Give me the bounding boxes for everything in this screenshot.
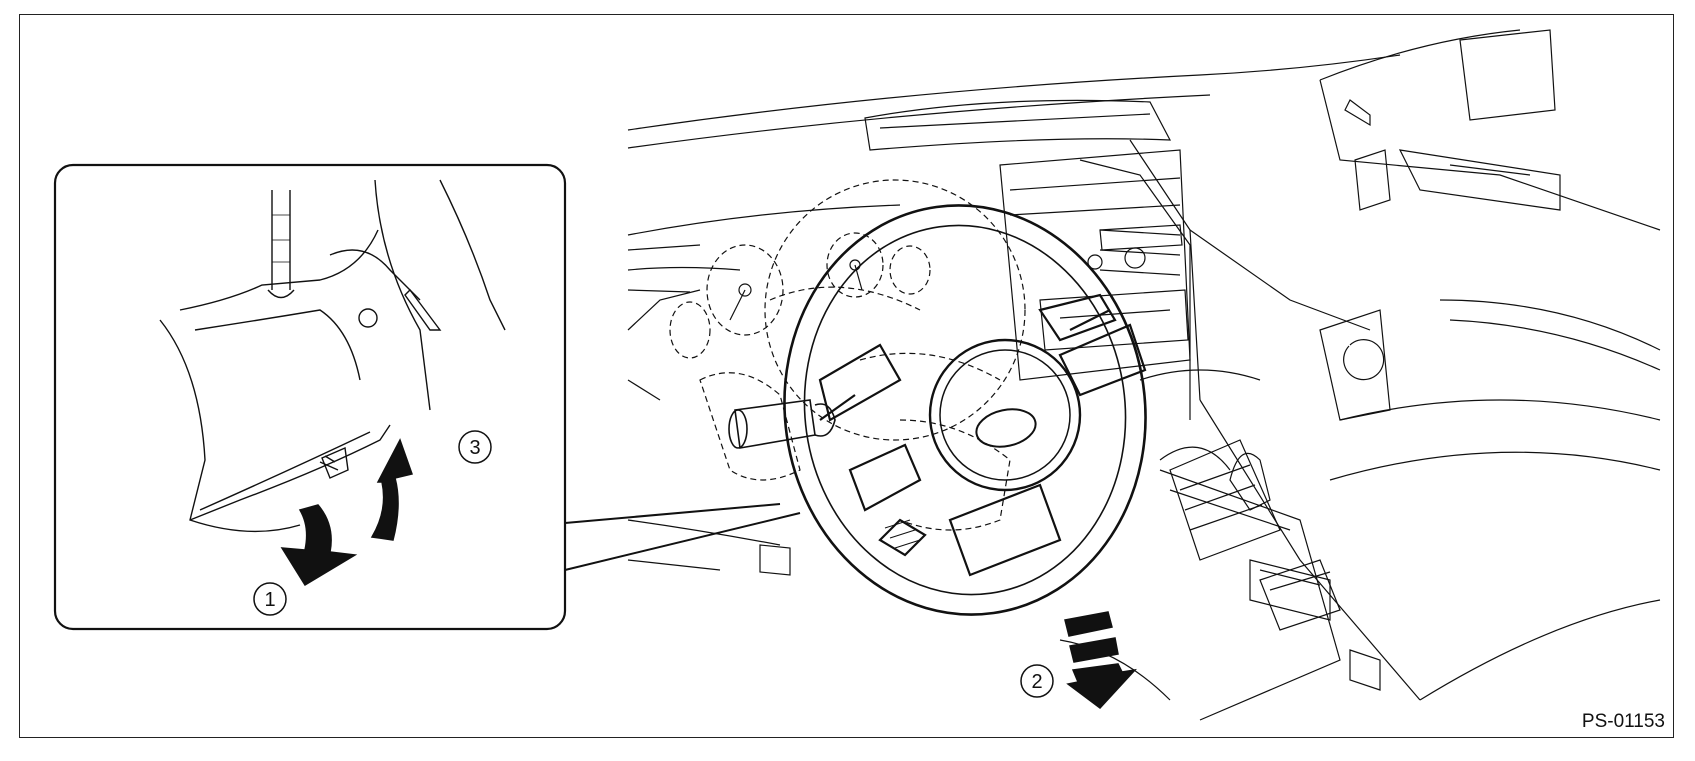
- step-label-2: 2: [1020, 664, 1054, 698]
- step-1-arrow: [280, 504, 358, 587]
- airbag-horn-pad: [928, 338, 1082, 492]
- step-label-1-text: 1: [264, 589, 275, 611]
- steering-column: [699, 286, 1011, 531]
- callout-leader-lines: [564, 503, 801, 571]
- step-3-arrow: [370, 438, 413, 541]
- dashboard-outline: [627, 29, 1661, 721]
- inset-column-cover: [159, 179, 506, 533]
- turn-signal-stalk: [728, 399, 836, 449]
- steering-wheel-spokes: [818, 293, 1147, 577]
- figure-id: PS-01153: [1581, 711, 1665, 732]
- center-console: [999, 149, 1341, 631]
- diagram-frame: [19, 14, 1674, 738]
- step-2-arrow: [1064, 611, 1138, 710]
- gauge-needles: [729, 259, 863, 321]
- steering-wheel: [783, 204, 1147, 616]
- step-label-2-text: 2: [1031, 671, 1042, 693]
- instrument-cluster: [669, 179, 1026, 441]
- detail-inset: [53, 163, 567, 631]
- step-label-3: 3: [458, 430, 492, 464]
- step-label-1: 1: [253, 582, 287, 616]
- step-label-3-text: 3: [469, 437, 480, 459]
